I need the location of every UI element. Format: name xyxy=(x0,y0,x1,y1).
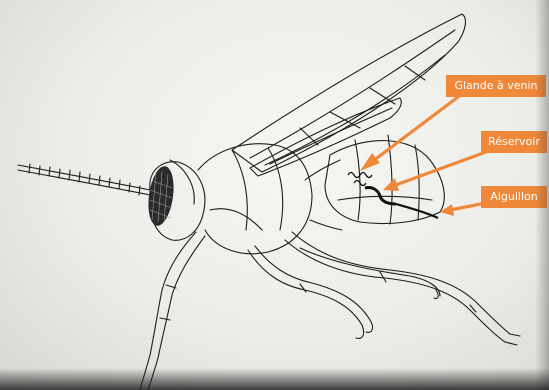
photo-bottom-shadow xyxy=(0,368,549,390)
label-venom-gland: Glande à venin xyxy=(446,75,546,97)
antenna xyxy=(18,165,150,190)
callout-arrows xyxy=(360,97,486,216)
thorax xyxy=(198,144,312,254)
venom-apparatus xyxy=(348,173,438,219)
sting-shape xyxy=(396,204,438,218)
hindwing xyxy=(250,98,401,176)
compound-eye xyxy=(145,165,177,228)
photo-edge-shadow xyxy=(535,0,549,390)
arrow-glande xyxy=(369,97,458,164)
arrow-reservoir xyxy=(393,152,486,186)
